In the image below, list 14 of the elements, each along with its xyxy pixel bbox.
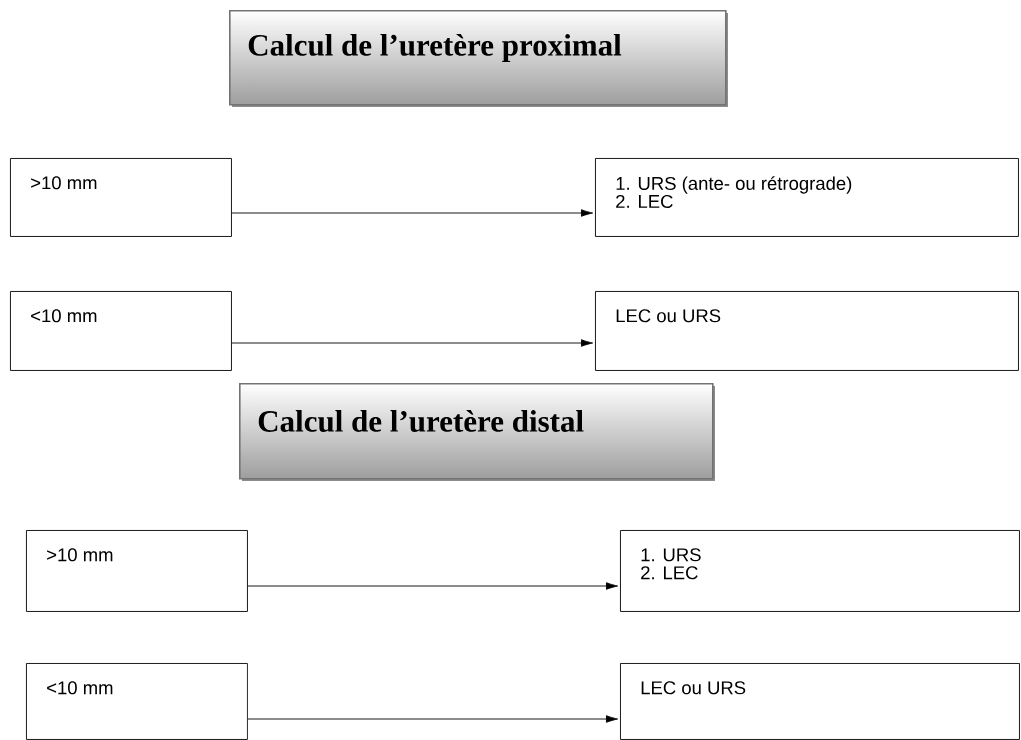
text-box: <10 mm xyxy=(10,291,232,371)
arrow xyxy=(247,582,619,590)
arrow xyxy=(247,715,619,723)
text-box: 1. URS 2. LEC xyxy=(620,530,1020,612)
text-box: LEC ou URS xyxy=(620,663,1020,740)
arrow xyxy=(231,209,594,217)
text-box: 1. URS (ante- ou rétrograde) 2. LEC xyxy=(595,158,1019,237)
text-box: >10 mm xyxy=(10,158,232,237)
text-box: >10 mm xyxy=(26,530,248,612)
title-box: Calcul de l’uretère proximal xyxy=(229,10,728,107)
arrow xyxy=(231,339,594,347)
text-box: <10 mm xyxy=(26,663,248,740)
title-box: Calcul de l’uretère distal xyxy=(239,383,715,481)
text-box: LEC ou URS xyxy=(595,291,1019,371)
